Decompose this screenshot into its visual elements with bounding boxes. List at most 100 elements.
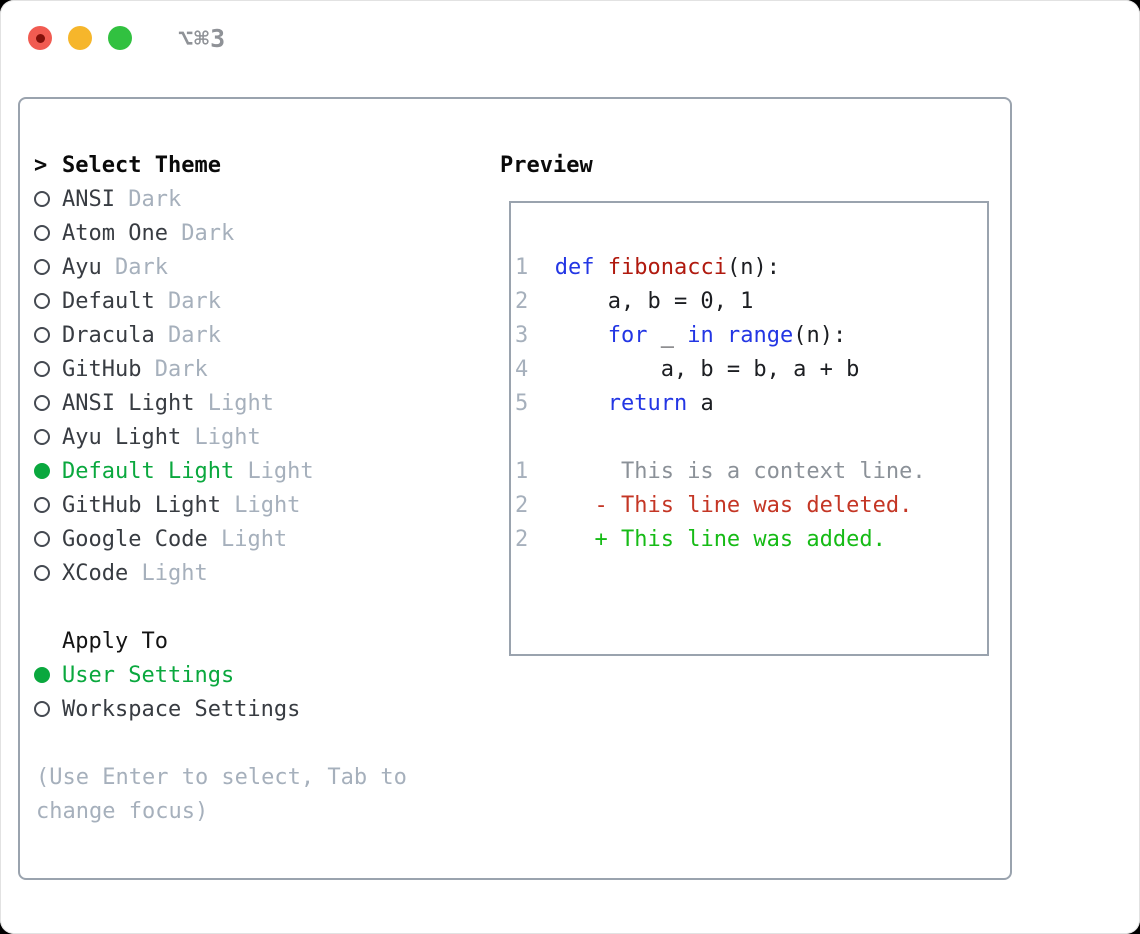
theme-option[interactable]: Ayu Light Light bbox=[34, 420, 474, 454]
titlebar: ⌥⌘3 bbox=[28, 23, 227, 53]
theme-name: GitHub bbox=[62, 356, 142, 382]
theme-variant-tag: Light bbox=[234, 492, 301, 518]
theme-variant-tag: Dark bbox=[154, 356, 208, 382]
spacer bbox=[34, 726, 474, 760]
radio-cell bbox=[34, 497, 62, 513]
theme-option[interactable]: Ayu Dark bbox=[34, 250, 474, 284]
apply-to-option[interactable]: Workspace Settings bbox=[34, 692, 474, 726]
radio-cell bbox=[34, 327, 62, 343]
theme-option[interactable]: Atom One Dark bbox=[34, 216, 474, 250]
radio-icon bbox=[34, 463, 50, 479]
theme-name: Atom One bbox=[62, 220, 168, 246]
preview-box: 1 def fibonacci(n): 2 a, b = 0, 1 3 for _ … bbox=[509, 201, 989, 656]
theme-name: Default Light bbox=[62, 458, 235, 484]
theme-name: XCode bbox=[62, 560, 129, 586]
apply-to-header: Apply To bbox=[34, 624, 474, 658]
preview-line: 2 + This line was added. bbox=[515, 527, 886, 552]
theme-option[interactable]: Default Light Light bbox=[34, 454, 474, 488]
hint-line: (Use Enter to select, Tab to bbox=[36, 764, 407, 790]
preview-line: 1 This is a context line. bbox=[515, 459, 926, 484]
theme-variant-tag: Dark bbox=[167, 288, 221, 314]
theme-option[interactable]: Dracula Dark bbox=[34, 318, 474, 352]
zoom-button[interactable] bbox=[108, 26, 132, 50]
theme-option[interactable]: ANSI Dark bbox=[34, 182, 474, 216]
apply-to-option[interactable]: User Settings bbox=[34, 658, 474, 692]
radio-icon bbox=[34, 667, 50, 683]
theme-option[interactable]: ANSI Light Light bbox=[34, 386, 474, 420]
radio-cell bbox=[34, 361, 62, 377]
radio-icon bbox=[34, 395, 50, 411]
radio-cell bbox=[34, 225, 62, 241]
radio-icon bbox=[34, 361, 50, 377]
preview-code: 1 def fibonacci(n): 2 a, b = 0, 1 3 for _ … bbox=[515, 251, 987, 557]
main-panel: > Select Theme ANSI Dark Atom One Dark A… bbox=[18, 97, 1012, 880]
close-dot-icon bbox=[35, 33, 45, 43]
preview-line: 5 return a bbox=[515, 391, 714, 416]
focus-caret-icon: > bbox=[34, 152, 48, 178]
radio-icon bbox=[34, 497, 50, 513]
theme-variant-tag: Dark bbox=[128, 186, 182, 212]
theme-option[interactable]: Default Dark bbox=[34, 284, 474, 318]
theme-option[interactable]: GitHub Dark bbox=[34, 352, 474, 386]
select-theme-header: > Select Theme bbox=[34, 148, 474, 182]
spacer bbox=[34, 590, 474, 624]
apply-to-title: Apply To bbox=[62, 628, 168, 654]
theme-name: ANSI Light bbox=[62, 390, 195, 416]
radio-icon bbox=[34, 531, 50, 547]
radio-icon bbox=[34, 327, 50, 343]
window-title: ⌥⌘3 bbox=[178, 23, 227, 53]
radio-icon bbox=[34, 293, 50, 309]
theme-variant-tag: Light bbox=[194, 424, 261, 450]
theme-variant-tag: Light bbox=[141, 560, 208, 586]
theme-name: GitHub Light bbox=[62, 492, 221, 518]
theme-name: Ayu bbox=[62, 254, 102, 280]
radio-cell bbox=[34, 395, 62, 411]
radio-cell bbox=[34, 565, 62, 581]
apply-to-list: User Settings Workspace Settings bbox=[34, 658, 474, 726]
apply-to-label: User Settings bbox=[62, 662, 235, 688]
theme-name: Dracula bbox=[62, 322, 155, 348]
preview-header: Preview bbox=[500, 148, 593, 182]
theme-name: Default bbox=[62, 288, 155, 314]
radio-cell bbox=[34, 667, 62, 683]
theme-variant-tag: Dark bbox=[115, 254, 168, 280]
theme-option[interactable]: GitHub Light Light bbox=[34, 488, 474, 522]
preview-line: 1 def fibonacci(n): bbox=[515, 255, 780, 280]
radio-cell bbox=[34, 701, 62, 717]
preview-line bbox=[515, 421, 987, 455]
theme-option[interactable]: Google Code Light bbox=[34, 522, 474, 556]
theme-variant-tag: Light bbox=[247, 458, 314, 484]
minimize-button[interactable] bbox=[68, 26, 92, 50]
radio-cell bbox=[34, 429, 62, 445]
radio-cell bbox=[34, 463, 62, 479]
radio-cell bbox=[34, 259, 62, 275]
select-theme-title: Select Theme bbox=[62, 152, 221, 178]
radio-icon bbox=[34, 259, 50, 275]
radio-icon bbox=[34, 191, 50, 207]
radio-cell bbox=[34, 293, 62, 309]
preview-line: 4 a, b = b, a + b bbox=[515, 357, 860, 382]
theme-option[interactable]: XCode Light bbox=[34, 556, 474, 590]
radio-icon bbox=[34, 225, 50, 241]
close-button[interactable] bbox=[28, 26, 52, 50]
theme-variant-tag: Light bbox=[207, 390, 274, 416]
theme-list-section: > Select Theme ANSI Dark Atom One Dark A… bbox=[34, 148, 474, 828]
theme-name: Google Code bbox=[62, 526, 208, 552]
radio-icon bbox=[34, 429, 50, 445]
theme-variant-tag: Light bbox=[220, 526, 288, 552]
theme-variant-tag: Dark bbox=[167, 322, 221, 348]
theme-list: ANSI Dark Atom One Dark Ayu Dark Default… bbox=[34, 182, 474, 590]
preview-line: 2 a, b = 0, 1 bbox=[515, 289, 754, 314]
theme-name: Ayu Light bbox=[62, 424, 182, 450]
radio-cell bbox=[34, 531, 62, 547]
apply-to-label: Workspace Settings bbox=[62, 696, 301, 722]
radio-cell bbox=[34, 191, 62, 207]
theme-variant-tag: Dark bbox=[181, 220, 235, 246]
radio-icon bbox=[34, 701, 50, 717]
preview-title: Preview bbox=[500, 152, 593, 178]
preview-line: 3 for _ in range(n): bbox=[515, 323, 847, 348]
theme-name: ANSI bbox=[62, 186, 115, 212]
radio-icon bbox=[34, 565, 50, 581]
